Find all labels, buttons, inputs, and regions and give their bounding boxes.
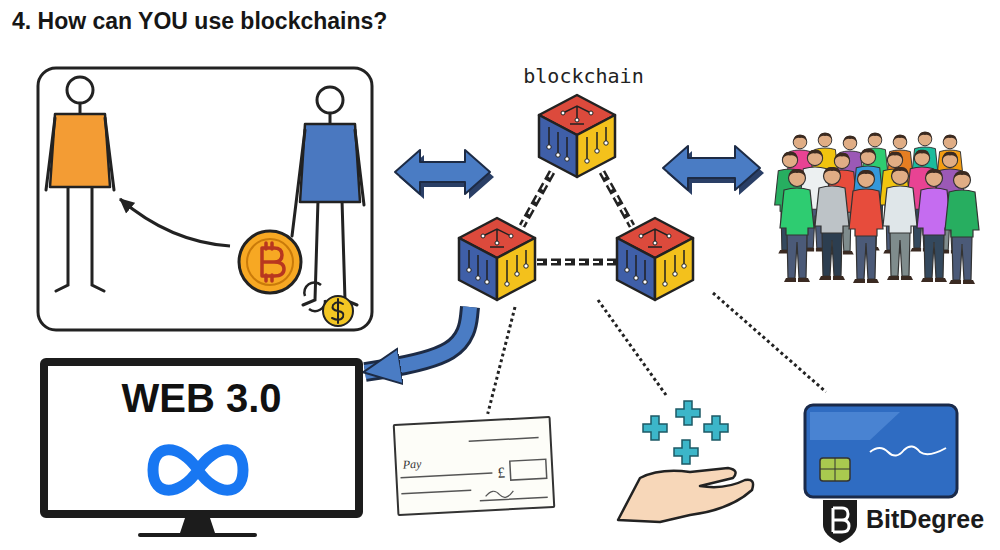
monitor-part xyxy=(140,533,255,537)
blue-person-part xyxy=(300,124,360,202)
blue-person-part xyxy=(317,87,343,113)
watermark: BitDegree xyxy=(866,504,984,534)
cheque: Pay £ xyxy=(393,416,556,516)
crowd-part xyxy=(849,170,883,283)
monitor-screen: WEB 3.0 xyxy=(40,358,363,518)
logo-shield xyxy=(823,500,857,543)
node-text: Pay xyxy=(402,457,421,472)
flow-arrow xyxy=(365,307,470,372)
bank-card-part xyxy=(820,458,850,481)
double-arrow-right xyxy=(663,146,764,195)
payment-arrow xyxy=(120,199,230,246)
bank-card-part xyxy=(870,446,946,455)
blockchain-cubes-part xyxy=(539,95,615,177)
hand-with-crosses-part xyxy=(704,416,728,440)
orange-person xyxy=(46,77,114,291)
orange-person-part xyxy=(50,114,110,187)
logo-shield-part xyxy=(833,508,849,532)
bitcoin-coin-part xyxy=(247,239,293,285)
cheque-lines-part xyxy=(399,437,548,505)
orange-person-part xyxy=(67,77,93,103)
cheque-lines-part xyxy=(510,459,547,480)
node-text: blockchain xyxy=(455,62,712,88)
blue-person-part xyxy=(292,130,364,236)
bank-card-part xyxy=(805,405,957,497)
crowd-part xyxy=(945,171,979,284)
blue-person xyxy=(292,87,364,305)
crowd-part xyxy=(815,167,849,280)
node-text: WEB 3.0 xyxy=(48,376,355,420)
orange-person-part xyxy=(46,118,114,190)
hand-with-crosses-part xyxy=(643,416,667,440)
hand-with-crosses-part xyxy=(676,401,700,425)
chain-links-part xyxy=(522,172,632,262)
blue-person-part xyxy=(303,200,357,305)
bitcoin-coin-part xyxy=(239,231,301,293)
monitor-part xyxy=(180,518,215,533)
orange-person-part xyxy=(56,185,104,291)
blockchain-cubes-part xyxy=(617,218,693,300)
meta-logo xyxy=(153,450,243,491)
logo-shield-part xyxy=(823,500,857,543)
chain-links xyxy=(522,172,632,262)
transaction-panel xyxy=(38,68,372,330)
blue-person-part xyxy=(329,113,332,124)
crowd-part xyxy=(883,167,917,280)
transaction-panel-part xyxy=(38,68,372,330)
crowd-part xyxy=(780,169,814,282)
exchange-symbol xyxy=(304,282,353,326)
double-arrow-right-part xyxy=(663,146,760,190)
arrow-body xyxy=(365,307,470,372)
bank-card-part xyxy=(820,458,850,481)
exchange-symbol-part xyxy=(304,282,321,296)
blockchain-group: blockchain xyxy=(455,62,712,307)
bank-card-part xyxy=(810,412,900,440)
hand-with-crosses xyxy=(618,401,753,522)
orange-person-part xyxy=(79,103,82,114)
bitcoin-coin-part xyxy=(262,243,284,281)
cheque-lines-part xyxy=(485,490,513,498)
exchange-symbol-part xyxy=(323,296,353,326)
exchange-symbol-part xyxy=(332,299,343,323)
crowd xyxy=(775,132,979,284)
bitcoin-coin xyxy=(239,231,301,293)
cheque-lines-part xyxy=(394,417,554,515)
double-arrow-left-part xyxy=(395,150,490,194)
diagram-title: 4. How can YOU use blockchains? xyxy=(12,8,387,35)
double-arrow-left xyxy=(395,150,494,199)
blockchain-cubes xyxy=(459,95,693,300)
hand-with-crosses-part xyxy=(618,468,753,522)
arrow-shadow xyxy=(365,307,470,372)
cheque-lines xyxy=(394,417,554,515)
blockchain-cubes-part xyxy=(459,218,535,300)
chain-links-part xyxy=(522,172,632,262)
hand-with-crosses-part xyxy=(674,440,698,464)
dotted-link xyxy=(488,307,515,414)
node-subtext: £ xyxy=(497,464,505,481)
dotted-line xyxy=(488,307,515,414)
leader-lines xyxy=(598,293,826,395)
bank-card xyxy=(805,405,957,497)
